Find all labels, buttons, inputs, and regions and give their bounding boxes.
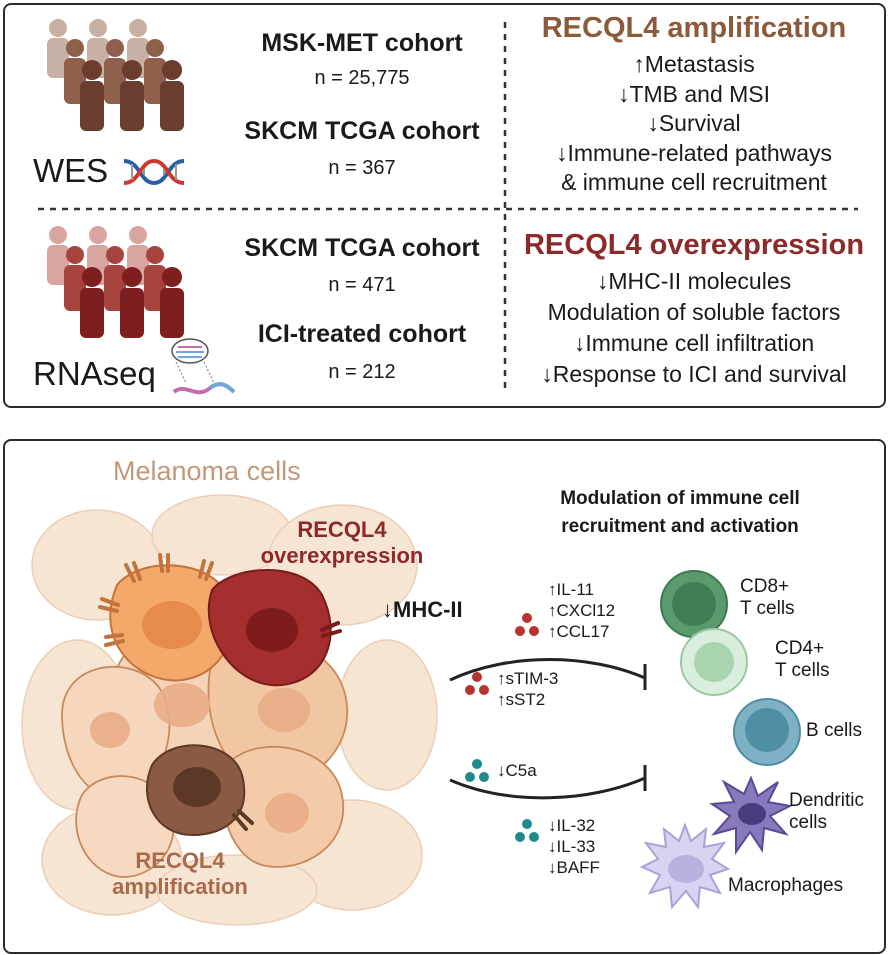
cohort-ici-treated-n: n = 212	[328, 361, 396, 383]
factor-c5a: ↓C5a	[497, 761, 537, 780]
effect-soluble-factors: Modulation of soluble factors	[547, 299, 841, 325]
finding-title-amplification: RECQL4 amplification	[541, 12, 847, 44]
dendritic-cell-label: Dendritic cells	[789, 790, 864, 834]
factor-il-33: ↓IL-33	[548, 837, 596, 856]
cd8-t-cell-label-line2: T cells	[740, 598, 795, 619]
b-cell-icon	[733, 698, 801, 766]
factor-il-11: ↑IL-11	[548, 580, 594, 599]
factor-cxcl12: ↑CXCl12	[548, 601, 616, 620]
macrophage-label: Macrophages	[728, 875, 844, 896]
modulation-title-line2: recruitment and activation	[561, 516, 799, 537]
overexpression-label-line1: RECQL4	[297, 517, 387, 542]
effect-immune-infiltration: ↓Immune cell infiltration	[573, 330, 815, 356]
effect-immune-recruitment: & immune cell recruitment	[561, 169, 827, 195]
teal-factor-dots-1	[465, 759, 489, 782]
macrophage-icon	[639, 822, 731, 910]
dendritic-cell-icon	[709, 775, 794, 856]
factor-group-3: ↓C5a	[497, 760, 537, 781]
melanoma-cells-label: Melanoma cells	[113, 456, 301, 486]
cd4-t-cell-label: CD4+ T cells	[775, 638, 830, 682]
effect-survival: ↓Survival	[647, 110, 741, 136]
effect-ici-response: ↓Response to ICI and survival	[541, 361, 847, 387]
teal-factor-dots-2	[515, 819, 539, 842]
factor-ccl17: ↑CCL17	[548, 622, 610, 641]
patient-group-icon-rnaseq	[47, 226, 184, 338]
dendritic-cell-label-line1: Dendritic	[789, 790, 864, 811]
cohort-skcm-tcga-wes: SKCM TCGA cohort	[244, 117, 480, 145]
factor-baff: ↓BAFF	[548, 858, 600, 877]
amplification-label-line1: RECQL4	[135, 848, 225, 873]
cd8-t-cell-label-line1: CD8+	[740, 576, 790, 597]
cohort-skcm-tcga-wes-n: n = 367	[328, 157, 396, 179]
cd4-t-cell-icon	[680, 628, 748, 696]
rna-sequencing-icon	[171, 338, 236, 395]
effect-tmb-msi: ↓TMB and MSI	[617, 81, 771, 107]
wes-label: WES	[33, 152, 109, 189]
amplification-label: RECQL4 amplification	[112, 848, 248, 900]
rnaseq-label: RNAseq	[33, 355, 156, 392]
cohort-ici-treated: ICI-treated cohort	[257, 320, 467, 348]
cd4-t-cell-label-line1: CD4+	[775, 638, 825, 659]
cd8-t-cell-icon	[660, 570, 728, 638]
cohort-msk-met: MSK-MET cohort	[261, 29, 463, 57]
red-factor-dots-1	[515, 613, 539, 636]
dna-icon	[123, 158, 185, 186]
factor-group-1: ↑IL-11 ↑CXCl12 ↑CCL17	[548, 579, 615, 642]
b-cell-label: B cells	[806, 720, 862, 741]
dendritic-cell-label-line2: cells	[789, 812, 828, 833]
effect-mhc-ii: ↓MHC-II molecules	[596, 268, 792, 294]
panel-dividers	[38, 22, 858, 392]
overexpression-label-line2: overexpression	[260, 543, 424, 568]
cohort-skcm-tcga-rnaseq: SKCM TCGA cohort	[244, 234, 480, 262]
mhc-ii-label: ↓MHC-II	[382, 597, 463, 622]
overexpression-label: RECQL4 overexpression	[261, 517, 424, 569]
modulation-title: Modulation of immune cell recruitment an…	[560, 485, 800, 541]
cohort-msk-met-n: n = 25,775	[314, 67, 410, 89]
finding-title-overexpression: RECQL4 overexpression	[523, 229, 865, 261]
factor-group-2: ↑sTIM-3 ↑sST2	[497, 668, 558, 710]
modulation-title-line1: Modulation of immune cell	[560, 488, 800, 509]
factor-sst2: ↑sST2	[497, 690, 546, 709]
cd4-t-cell-label-line2: T cells	[775, 660, 830, 681]
effect-metastasis: ↑Metastasis	[633, 51, 755, 77]
factor-stim-3: ↑sTIM-3	[497, 669, 559, 688]
cd8-t-cell-label: CD8+ T cells	[740, 576, 795, 620]
effect-immune-pathways: ↓Immune-related pathways	[555, 140, 833, 166]
amplification-label-line2: amplification	[112, 874, 248, 899]
inhibition-arrows	[449, 658, 647, 800]
cohort-skcm-tcga-rnaseq-n: n = 471	[328, 274, 396, 296]
factor-group-4: ↓IL-32 ↓IL-33 ↓BAFF	[548, 815, 600, 878]
patient-group-icon-wes	[47, 19, 184, 131]
red-factor-dots-2	[465, 672, 489, 695]
melanoma-cell-cluster	[21, 494, 438, 926]
factor-il-32: ↓IL-32	[548, 816, 596, 835]
